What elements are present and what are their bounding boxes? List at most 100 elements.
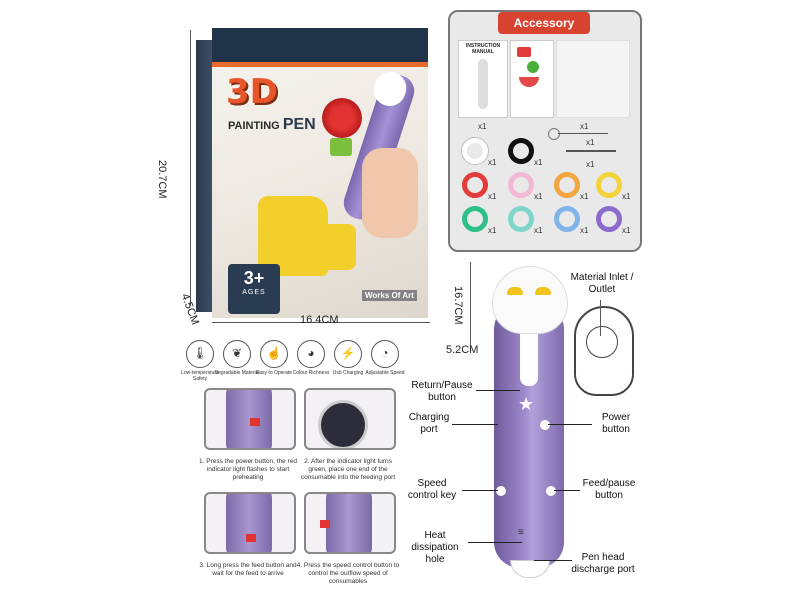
car-sticker	[517, 47, 531, 57]
feature-label: Degradable Material	[214, 370, 260, 376]
leader-line	[548, 424, 592, 425]
box-width-label: 16.4CM	[300, 314, 339, 326]
drawing-template-sheet	[556, 40, 630, 118]
leader-line	[534, 560, 572, 561]
box-logo-3d: 3D	[226, 72, 278, 112]
manual-count: x1	[478, 122, 487, 131]
filament-count: x1	[580, 226, 589, 235]
step-pen-image	[226, 390, 272, 448]
speed-control-label: Speed control key	[407, 478, 457, 501]
feed-button	[546, 486, 556, 496]
instruction-manual: INSTRUCTION MANUAL	[458, 40, 508, 118]
step-3-text: 3. Long press the feed button and wait f…	[199, 562, 297, 577]
box-logo-pen: PAINTING PEN	[228, 116, 316, 134]
step-2-text: 2. After the indicator light turns green…	[300, 458, 396, 481]
filament-ring	[508, 206, 534, 232]
feed-port-image	[318, 400, 368, 448]
filament-count: x1	[534, 158, 543, 167]
age-label: AGES	[242, 289, 266, 296]
pen-length-label: 16.7CM	[452, 286, 464, 325]
speed-icon: ◔	[371, 340, 399, 368]
pen-white-stripe	[520, 330, 538, 386]
material-inlet-label: Material Inlet / Outlet	[570, 272, 634, 295]
palette-icon: ◕	[297, 340, 325, 368]
filament-count: x1	[622, 192, 631, 201]
star-button-icon: ★	[518, 394, 535, 414]
feature-label: Colour Richness	[292, 370, 330, 376]
logo-painting-text: PAINTING	[228, 120, 280, 132]
leaf-icon: ❦	[223, 340, 251, 368]
filament-count: x1	[488, 192, 497, 201]
material-inlet-circle	[586, 326, 618, 358]
feature-label: Easy to Operate	[255, 370, 293, 376]
filament-ring	[508, 172, 534, 198]
accessory-title: Accessory	[498, 12, 590, 34]
power-button-label: Power button	[601, 412, 631, 435]
leader-line	[476, 390, 520, 391]
power-button	[540, 420, 550, 430]
filament-count: x1	[534, 226, 543, 235]
leader-line	[452, 424, 498, 425]
pen-width-label: 5.2CM	[446, 344, 479, 356]
usb-cable-icon	[566, 150, 616, 158]
leader-line	[468, 542, 522, 543]
step-pen-image	[326, 494, 372, 552]
step-3-image	[204, 492, 296, 554]
return-pause-label: Return/Pause button	[411, 380, 473, 403]
leader-line	[554, 490, 580, 491]
cleaning-needle-icon	[548, 128, 560, 140]
logo-pen-text: PEN	[282, 116, 316, 133]
thermometer-icon: 🌡	[186, 340, 214, 368]
flower-pot	[330, 138, 352, 156]
box-side-panel	[196, 40, 214, 312]
feature-label: Adjustable Speed	[365, 370, 405, 376]
pen-eye-left	[507, 287, 523, 295]
hand-image	[362, 148, 418, 238]
age-badge: 3+ AGES	[228, 264, 280, 314]
heat-vent-icon: ≡	[518, 527, 524, 538]
filament-ring	[596, 172, 622, 198]
arrow-icon	[320, 520, 330, 528]
pen-tip	[510, 560, 550, 578]
filament-count: x1	[534, 192, 543, 201]
filament-count: x1	[488, 226, 497, 235]
heat-dissipation-label: Heat dissipation hole	[411, 530, 459, 565]
works-of-art-label: Works Of Art	[362, 290, 417, 301]
manual-pen-drawing	[478, 59, 488, 109]
filament-ring	[596, 206, 622, 232]
step-pen-image	[226, 494, 272, 552]
step-4-text: 4. Press the speed control button to con…	[296, 562, 400, 585]
age-number: 3+	[243, 268, 265, 288]
pen-length-dim-line	[470, 262, 471, 352]
arrow-icon	[250, 418, 260, 426]
pen-head	[492, 266, 568, 334]
logo-3d-text: 3D	[226, 72, 278, 112]
filament-ring	[462, 172, 488, 198]
box-top-band	[212, 28, 428, 64]
cable-count: x1	[586, 160, 595, 169]
filament-ring	[462, 138, 488, 164]
filament-count: x1	[488, 158, 497, 167]
filament-count: x1	[622, 226, 631, 235]
usb-icon: ⚡	[334, 340, 362, 368]
step-2-image	[304, 388, 396, 450]
leader-line	[600, 300, 601, 336]
filament-ring	[554, 172, 580, 198]
arrow-icon	[246, 534, 256, 542]
sheet-count: x1	[580, 122, 589, 131]
sticker-sheet	[510, 40, 554, 118]
box-height-label: 20.7CM	[156, 160, 168, 199]
pen-eye-right	[535, 287, 551, 295]
watermelon-sticker	[519, 77, 539, 87]
flower-artwork	[322, 98, 362, 138]
step-1-image	[204, 388, 296, 450]
filament-ring	[462, 206, 488, 232]
manual-title: INSTRUCTION MANUAL	[465, 43, 501, 55]
step-1-text: 1. Press the power button, the red indic…	[199, 458, 297, 481]
width-dim-line	[212, 322, 430, 323]
filament-count: x1	[580, 192, 589, 201]
filament-ring	[554, 206, 580, 232]
speed-button	[496, 486, 506, 496]
product-box: 3D PAINTING PEN 3+ AGES Works Of Art	[212, 28, 428, 318]
needle-count: x1	[586, 138, 595, 147]
